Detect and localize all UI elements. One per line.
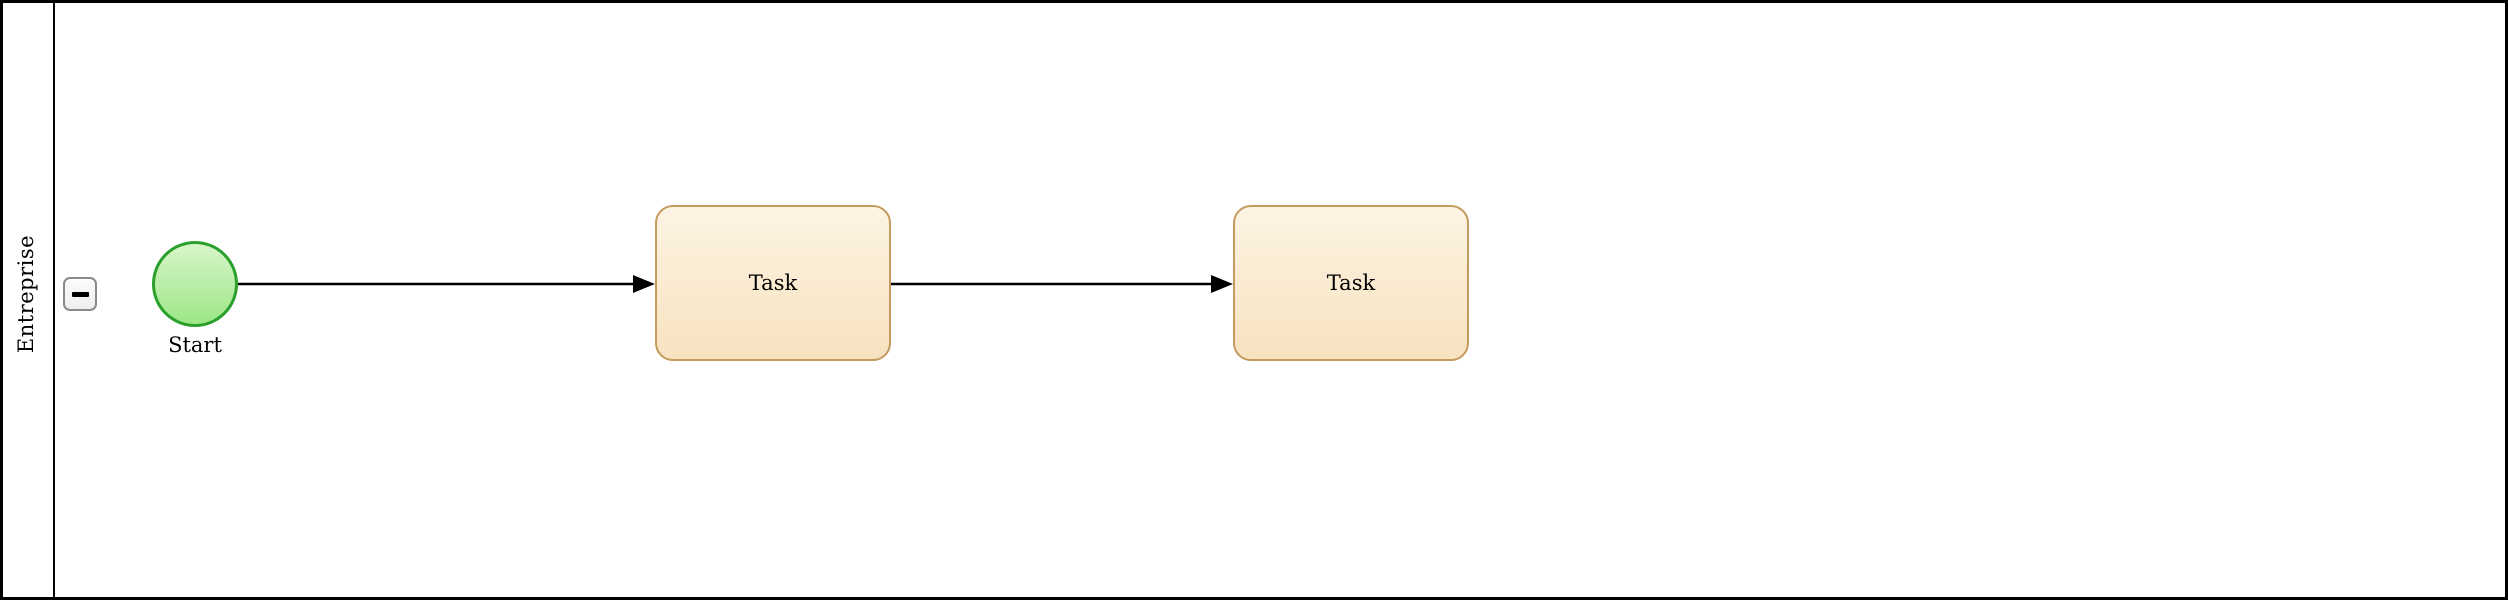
start-event[interactable] xyxy=(152,241,238,327)
arrowhead-icon xyxy=(633,275,655,293)
task-2-label: Task xyxy=(1326,271,1376,295)
arrowhead-icon xyxy=(1211,275,1233,293)
task-2[interactable]: Task xyxy=(1233,205,1469,361)
task-1-label: Task xyxy=(748,271,798,295)
lane-label: Entreprise xyxy=(14,234,38,354)
task-1[interactable]: Task xyxy=(655,205,891,361)
minus-icon xyxy=(71,291,89,297)
start-event-label: Start xyxy=(168,333,222,357)
lane-header[interactable]: Entreprise xyxy=(3,3,55,597)
sequence-flow-task1-to-task2[interactable] xyxy=(891,275,1233,293)
collapse-lane-button[interactable] xyxy=(63,277,97,311)
sequence-flow-start-to-task1[interactable] xyxy=(238,275,655,293)
